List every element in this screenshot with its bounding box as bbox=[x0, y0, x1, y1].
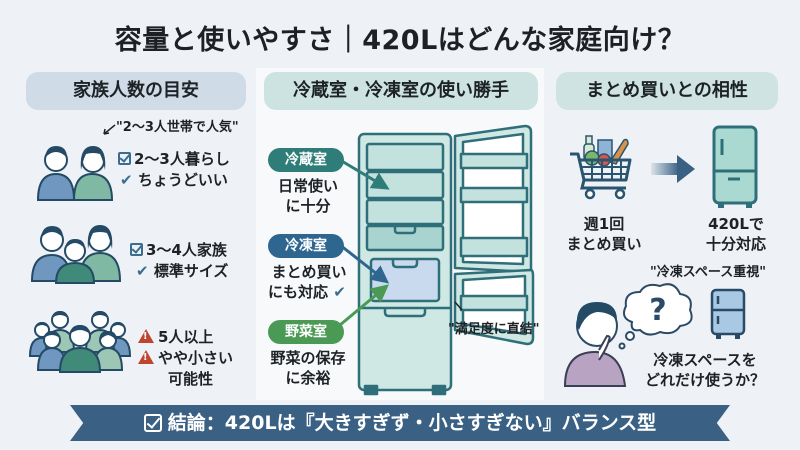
family-group-3-line2: やや小さい bbox=[138, 348, 233, 368]
checkbox-icon bbox=[143, 414, 162, 432]
couple-icon bbox=[36, 146, 114, 201]
compartment-quote: "満足度に直結" bbox=[448, 322, 540, 337]
thought-bubble-icon: ? bbox=[618, 283, 693, 350]
family-group-3-line3: 可能性 bbox=[168, 370, 214, 388]
checkbox-icon bbox=[130, 243, 143, 256]
freezer-desc-1: まとめ買い bbox=[271, 263, 347, 281]
fridge-label-1: 420Lで bbox=[708, 215, 764, 233]
question-line-1: 冷凍スペースを bbox=[653, 351, 757, 369]
family-group-1-line1: 2〜3人暮らし bbox=[118, 149, 230, 169]
refrigerator-desc-2: に十分 bbox=[285, 197, 331, 215]
conclusion-banner: 結論：420Lは『大きすぎず・小さすぎない』バランス型 bbox=[70, 405, 730, 441]
bulk-quote: "冷凍スペース重視" bbox=[650, 265, 766, 280]
family-three-icon bbox=[30, 225, 122, 284]
large-family-icon bbox=[28, 311, 132, 373]
vegetable-desc-1: 野菜の保存 bbox=[270, 349, 346, 367]
family-quote: "2〜3人世帯で人気" bbox=[116, 120, 239, 135]
section-heading-bulk: まとめ買いとの相性 bbox=[556, 72, 778, 110]
small-fridge-icon bbox=[710, 288, 746, 339]
warning-icon bbox=[138, 350, 154, 364]
svg-text:?: ? bbox=[649, 293, 666, 328]
cart-label-1: 週1回 bbox=[583, 215, 625, 233]
arrow-right-icon bbox=[651, 155, 695, 183]
family-group-1-line2: ✔ ちょうどいい bbox=[120, 171, 228, 189]
tag-vegetable: 野菜室 bbox=[268, 320, 344, 344]
shopping-cart-icon bbox=[570, 135, 632, 200]
question-line-2: どれだけ使うか？ bbox=[644, 371, 765, 389]
thinking-person-icon bbox=[563, 302, 627, 387]
tag-freezer: 冷凍室 bbox=[268, 234, 344, 258]
page-title: 容量と使いやすさ｜420Lはどんな家庭向け？ bbox=[114, 25, 686, 56]
check-icon: ✔ bbox=[136, 262, 149, 280]
refrigerator-desc-1: 日常使い bbox=[277, 177, 338, 195]
family-group-2-line1: 3〜4人家族 bbox=[130, 240, 227, 260]
conclusion-text: 結論：420Lは『大きすぎず・小さすぎない』バランス型 bbox=[167, 412, 657, 434]
section-heading-family: 家族人数の目安 bbox=[26, 72, 246, 110]
section-heading-compartments: 冷蔵室・冷凍室の使い勝手 bbox=[264, 72, 538, 110]
check-icon: ✔ bbox=[333, 283, 346, 301]
warning-icon bbox=[138, 329, 154, 343]
fridge-icon bbox=[712, 125, 758, 208]
cart-label-2: まとめ買い bbox=[566, 235, 642, 253]
vegetable-desc-2: に余裕 bbox=[285, 369, 331, 387]
fridge-label-2: 十分対応 bbox=[705, 235, 766, 253]
family-group-2-line2: ✔ 標準サイズ bbox=[136, 262, 229, 280]
freezer-desc-2: にも対応 ✔ bbox=[268, 283, 346, 301]
checkbox-icon bbox=[118, 152, 131, 165]
tag-refrigerator: 冷蔵室 bbox=[268, 148, 344, 172]
family-group-3-line1: 5人以上 bbox=[138, 327, 213, 347]
check-icon: ✔ bbox=[120, 171, 133, 189]
pointer-arrow-icon bbox=[103, 124, 116, 135]
